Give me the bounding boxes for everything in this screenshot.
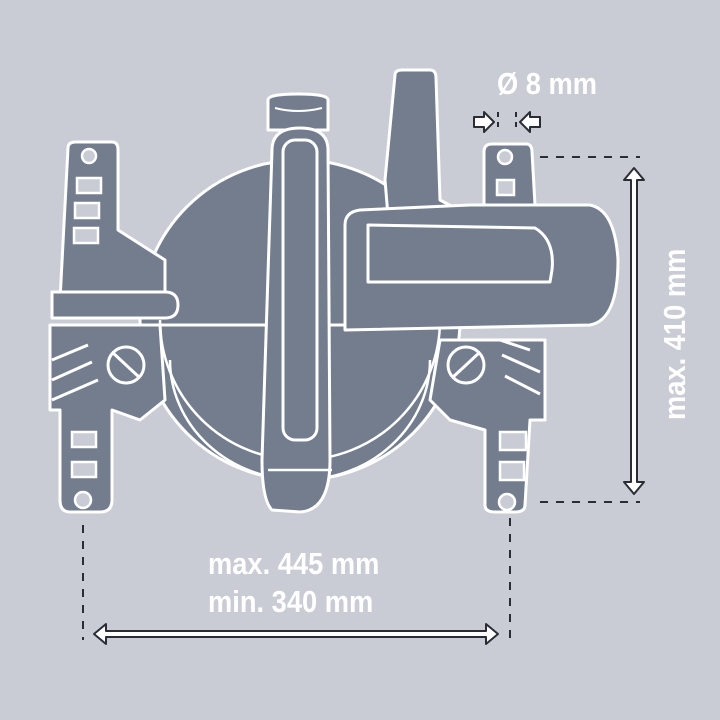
- left-table-extension: [50, 290, 180, 320]
- width-max-label: max. 445 mm: [208, 546, 380, 581]
- height-dimension-arrow: [623, 167, 645, 495]
- hole-arrow-left: [473, 111, 495, 133]
- mount-hole-left-top: [80, 147, 98, 165]
- left-foot-top: [58, 140, 167, 302]
- motor-handle-recess: [366, 223, 554, 284]
- hole-arrow-right: [519, 111, 541, 133]
- height-dimension-label: max. 410 mm: [657, 248, 692, 420]
- width-min-label: min. 340 mm: [208, 584, 374, 619]
- hole-diameter-label: Ø 8 mm: [497, 66, 598, 101]
- blade-slot: [281, 138, 319, 442]
- mount-hole-right-top: [496, 148, 514, 166]
- width-dimension-arrow: [93, 623, 499, 645]
- mount-hole-left-bottom: [73, 490, 93, 510]
- mount-hole-right-bottom: [497, 492, 517, 512]
- fence-column: [383, 68, 457, 242]
